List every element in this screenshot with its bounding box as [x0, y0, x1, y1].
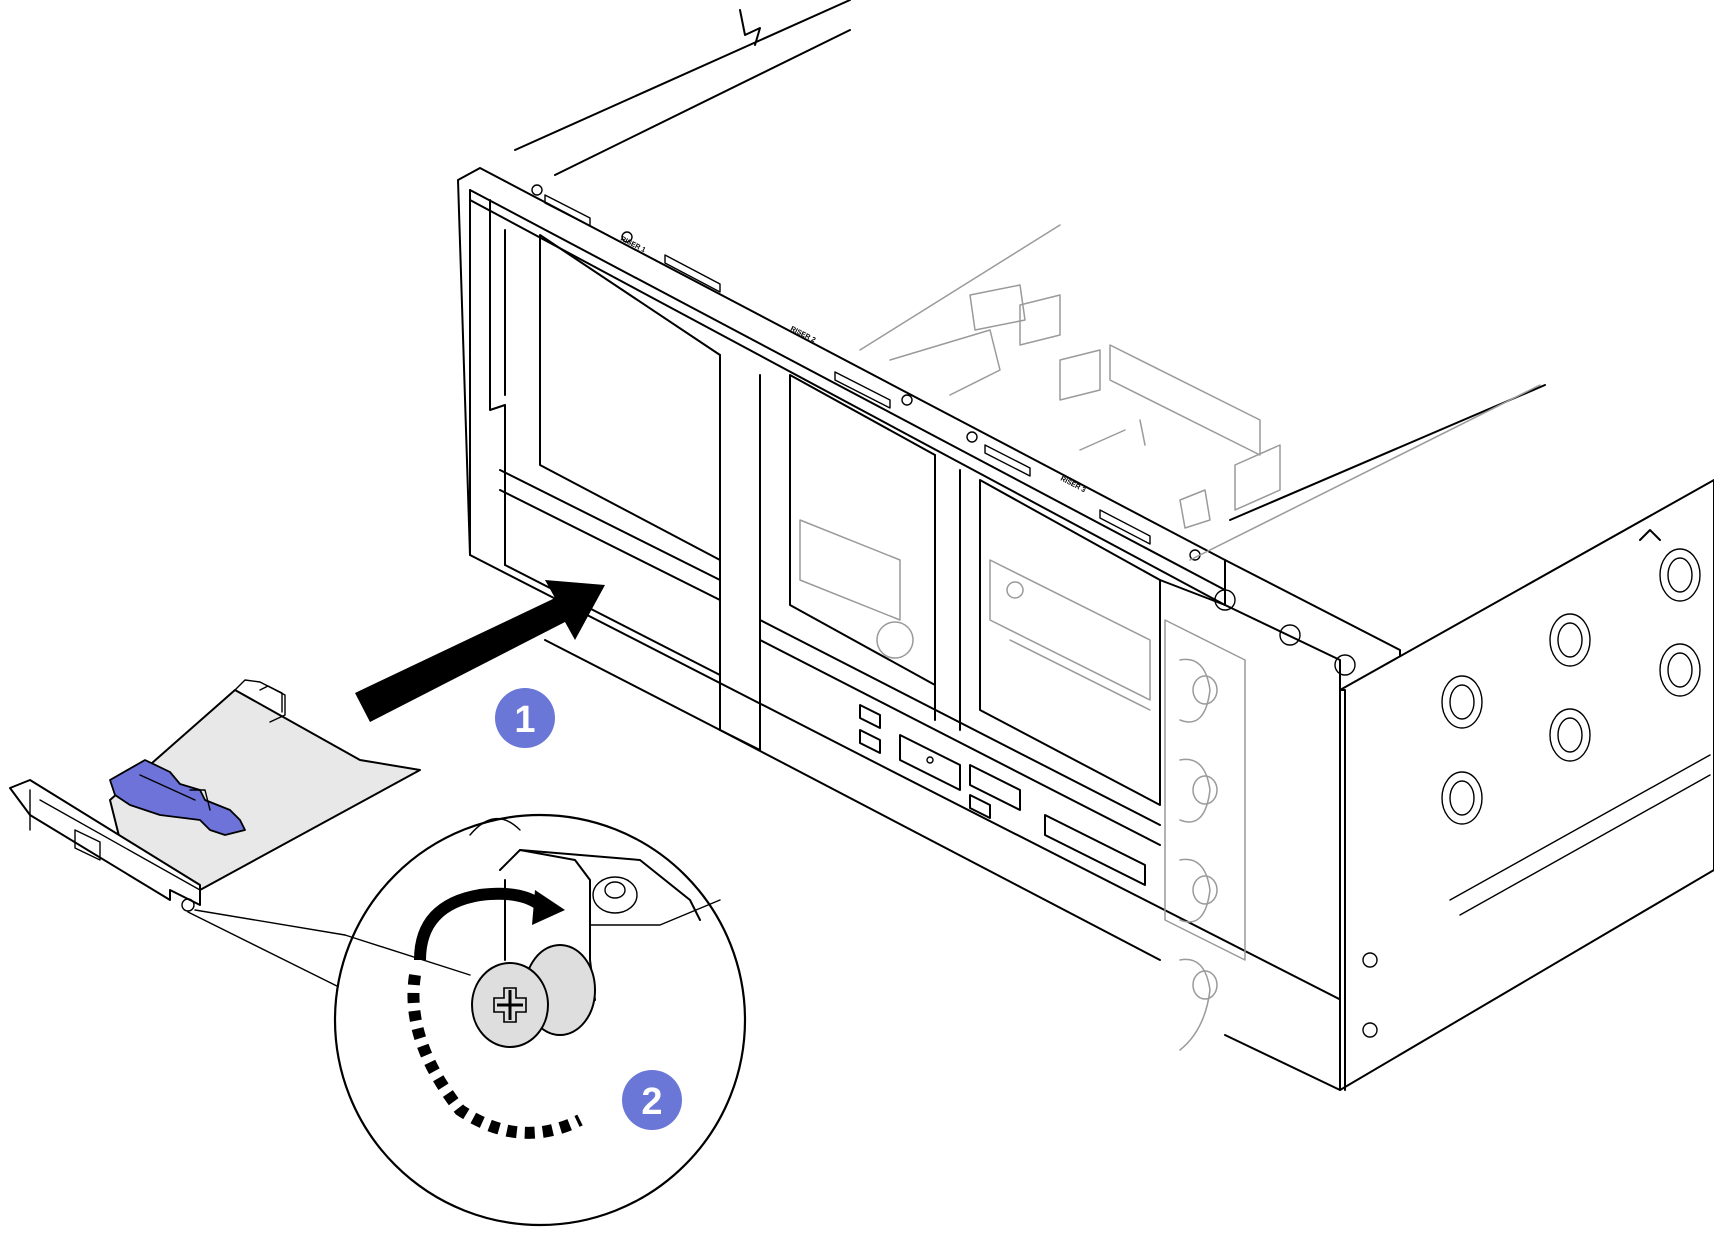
step-1-number: 1 [514, 699, 535, 741]
screw-location [181, 898, 195, 912]
power-supply-handles [1164, 619, 1246, 1051]
side-panel-holes [1362, 548, 1701, 1038]
arrow-icon [355, 580, 605, 722]
adapter-card [9, 679, 421, 912]
screw-detail-magnifier [333, 813, 747, 1227]
release-latch [109, 759, 246, 836]
step-1-callout: 1 [495, 688, 555, 748]
rotate-arrow-icon [407, 887, 583, 1139]
server-chassis: RISER 1 RISER 2 RISER 3 [457, 0, 1714, 1091]
screw-icon [471, 944, 596, 1048]
system-board [799, 224, 1541, 711]
rear-io-ports [859, 704, 1146, 886]
step-2-callout: 2 [622, 1070, 682, 1130]
step-2-number: 2 [641, 1081, 662, 1123]
riser-rail-hardware [531, 184, 1201, 561]
magnifier-leader-lines [187, 909, 356, 996]
